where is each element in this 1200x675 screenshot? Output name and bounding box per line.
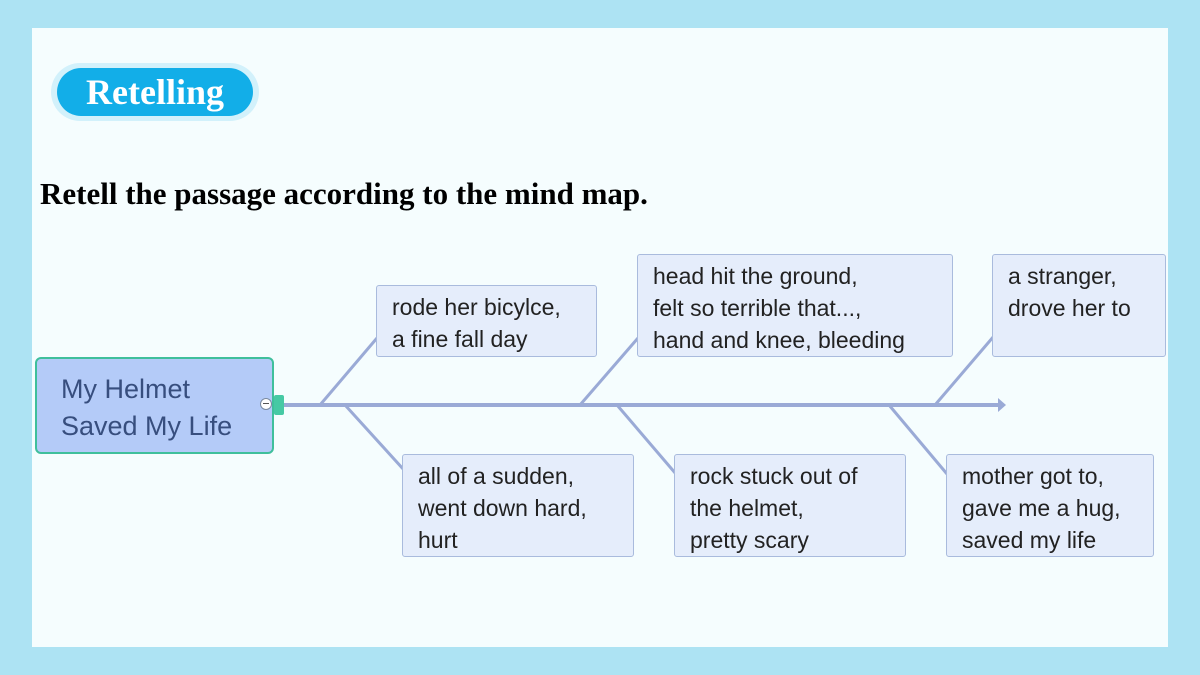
branch-line-n6 (887, 404, 949, 475)
instruction-text: Retell the passage according to the mind… (40, 176, 648, 211)
retelling-badge: Retelling (51, 63, 259, 121)
connector-handle[interactable] (274, 395, 284, 415)
subtopic-node-5[interactable]: a stranger, drove her to (992, 254, 1166, 357)
branch-line-n4 (615, 404, 678, 475)
subtopic-node-6[interactable]: mother got to, gave me a hug, saved my l… (946, 454, 1154, 557)
branch-line-n1 (318, 337, 379, 406)
branch-line-n5 (933, 335, 996, 406)
branch-line-n2 (343, 403, 406, 472)
subtopic-node-4[interactable]: rock stuck out of the helmet, pretty sca… (674, 454, 906, 557)
subtopic-node-2[interactable]: all of a sudden, went down hard, hurt (402, 454, 634, 557)
spine-arrow-icon (998, 398, 1006, 412)
subtopic-node-1[interactable]: rode her bicylce, a fine fall day (376, 285, 597, 357)
branch-line-n3 (578, 337, 640, 406)
subtopic-node-3[interactable]: head hit the ground, felt so terrible th… (637, 254, 953, 357)
collapse-toggle-icon[interactable] (260, 398, 272, 410)
central-topic[interactable]: My Helmet Saved My Life (35, 357, 274, 454)
retelling-badge-label: Retelling (57, 68, 253, 116)
